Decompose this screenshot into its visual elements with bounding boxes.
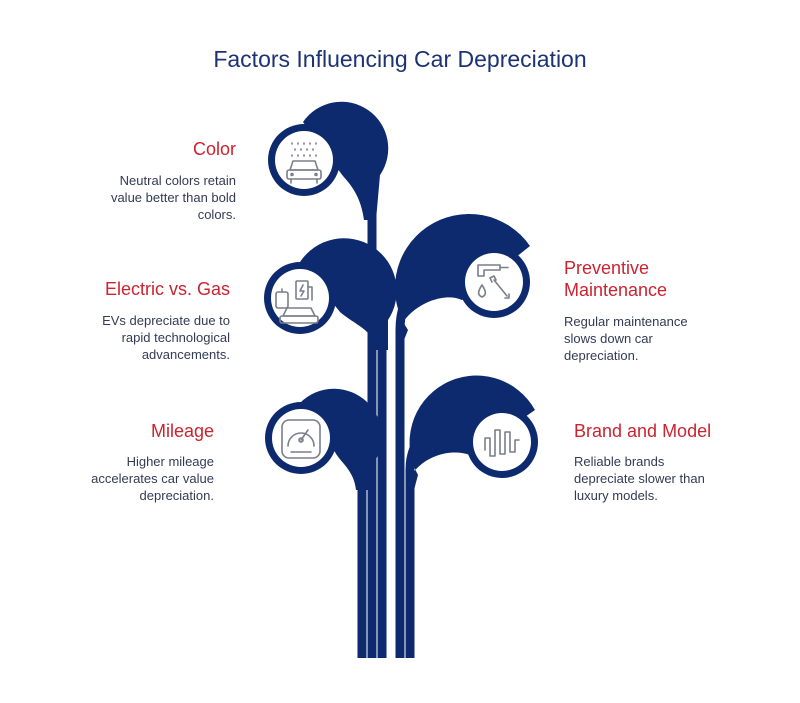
node-mileage	[265, 388, 382, 490]
factor-desc-color: Neutral colors retain value better than …	[40, 172, 236, 223]
factor-title-line: Brand and Model	[574, 421, 712, 441]
factor-title-line: Electric vs. Gas	[104, 279, 230, 299]
node-maintenance	[394, 213, 530, 340]
desc-line: value better than bold	[110, 190, 236, 205]
desc-line: depreciation.	[564, 348, 639, 363]
factor-desc-maintenance: Regular maintenance slows down car depre…	[564, 313, 764, 364]
waveform-icon	[484, 429, 520, 457]
desc-line: luxury models.	[574, 488, 658, 503]
desc-line: advancements.	[141, 347, 230, 362]
factor-title-line: Color	[192, 139, 236, 159]
factor-title-line: Mileage	[150, 421, 214, 441]
factor-title-maintenance: Preventive Maintenance	[564, 257, 764, 301]
factor-desc-mileage: Higher mileage accelerates car value dep…	[24, 453, 214, 504]
page-title: Factors Influencing Car Depreciation	[213, 46, 587, 72]
speedometer-icon	[281, 419, 321, 459]
desc-line: slows down car	[564, 331, 653, 346]
node-electric	[264, 238, 397, 350]
desc-line: EVs depreciate due to	[102, 313, 230, 328]
factor-title-mileage: Mileage	[40, 420, 214, 442]
desc-line: Neutral colors retain	[119, 173, 236, 188]
desc-line: rapid technological	[121, 330, 230, 345]
node-brand	[406, 375, 538, 490]
factor-title-brand: Brand and Model	[574, 420, 774, 442]
oil-wrench-icon	[477, 264, 510, 299]
desc-line: Higher mileage	[126, 454, 214, 469]
factor-title-color: Color	[60, 138, 236, 160]
ev-charging-icon	[275, 280, 319, 324]
desc-line: accelerates car value	[91, 471, 214, 486]
node-color	[268, 101, 389, 220]
desc-line: Reliable brands	[574, 454, 665, 469]
factor-desc-electric: EVs depreciate due to rapid technologica…	[30, 312, 230, 363]
desc-line: depreciate slower than	[574, 471, 705, 486]
desc-line: colors.	[197, 207, 236, 222]
factor-title-line: Preventive	[564, 258, 650, 278]
car-wash-icon	[286, 142, 322, 184]
factor-title-electric: Electric vs. Gas	[40, 278, 230, 300]
desc-line: depreciation.	[139, 488, 214, 503]
desc-line: Regular maintenance	[564, 314, 688, 329]
factor-title-line: Maintenance	[564, 280, 668, 300]
factor-desc-brand: Reliable brands depreciate slower than l…	[574, 453, 774, 504]
